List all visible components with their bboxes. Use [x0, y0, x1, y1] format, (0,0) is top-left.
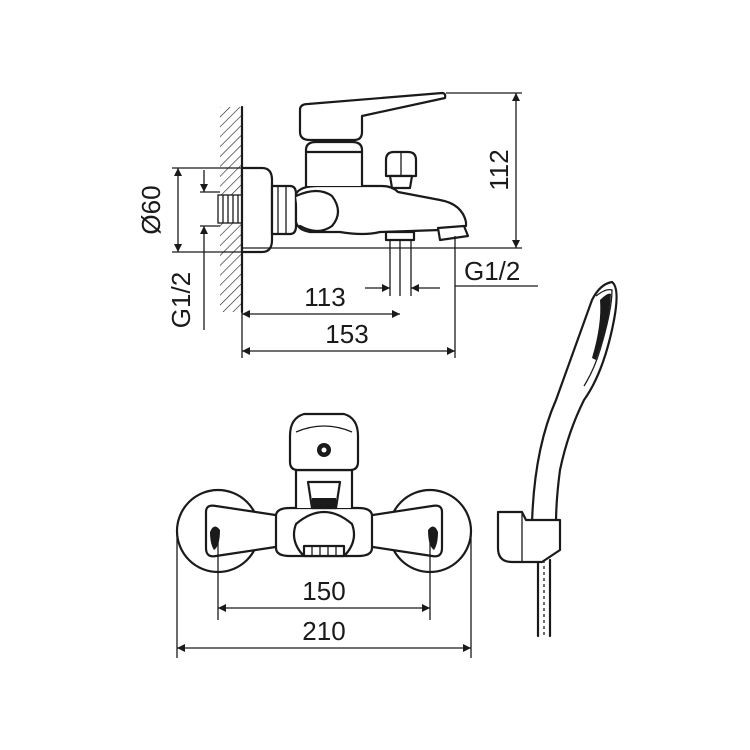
diverter-housing-front — [292, 511, 356, 556]
wall-thread-nipple — [217, 194, 245, 224]
handshower-outlet — [384, 230, 416, 242]
height-label: 112 — [484, 149, 514, 190]
width-total-label: 210 — [302, 616, 345, 646]
thread-right-label: G1/2 — [464, 256, 520, 286]
cartridge-shadow — [312, 498, 336, 508]
depth-outlet-label: 113 — [304, 282, 345, 312]
diverter-knob-front[interactable] — [302, 544, 346, 558]
hand-shower-face — [583, 288, 613, 387]
depth-total-label: 153 — [325, 319, 368, 349]
spout-outlet — [436, 224, 470, 242]
lever-handle-side[interactable] — [298, 91, 447, 142]
centers-label: 150 — [302, 576, 345, 606]
lever-handle-front[interactable] — [288, 412, 360, 472]
side-view: Ø60 G1/2 112 G1/2 113 153 — [136, 91, 538, 358]
diverter-knob-side[interactable] — [384, 150, 418, 190]
body-bulge — [294, 189, 340, 233]
cartridge-housing — [304, 140, 364, 188]
escutcheon-side — [240, 166, 274, 254]
hand-shower-set — [496, 280, 618, 638]
thread-left-label: G1/2 — [166, 272, 196, 328]
diameter-label: Ø60 — [136, 185, 166, 234]
front-view: 150 210 — [175, 412, 473, 658]
shower-wall-holder — [496, 510, 562, 564]
connector-nut — [270, 184, 298, 236]
spray-face-shadow — [592, 293, 611, 360]
hand-shower-handle[interactable] — [530, 280, 618, 526]
